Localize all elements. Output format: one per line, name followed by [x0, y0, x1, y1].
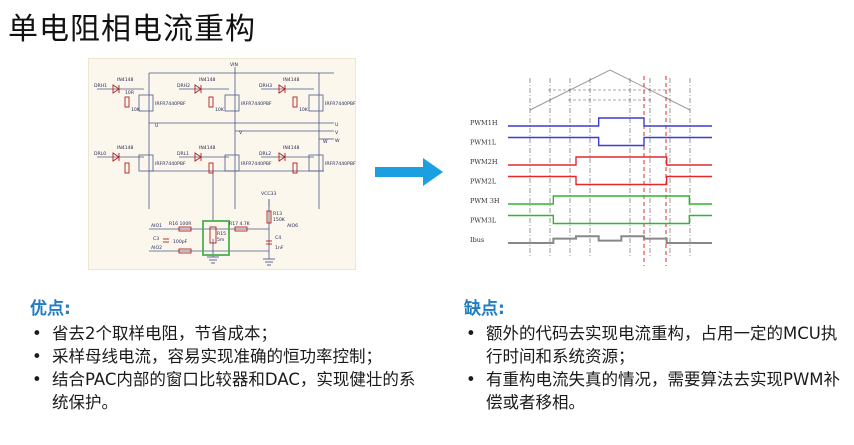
label-r16: R16 100R: [169, 221, 192, 227]
label-c4: C4: [275, 235, 281, 241]
label-fet-2: IRFR7440PBF: [241, 101, 272, 107]
signal-label: PWM2L: [470, 178, 497, 186]
label-c3-value: 100pF: [173, 239, 188, 245]
label-r13-value: 150K: [273, 217, 286, 223]
pwm-timing-diagram: PWM1H PWM1L PWM2H PWM2L PWM 3H PWM3L Ibus: [468, 68, 714, 268]
label-u-node: U: [155, 123, 158, 129]
label-drh1: DRH1: [94, 83, 107, 89]
cons-item: 额外的代码去实现电流重构，占用一定的MCU执行时间和系统资源；: [464, 322, 844, 368]
slide-title: 单电阻相电流重构: [8, 12, 256, 47]
label-diode-4: IN4148: [117, 145, 134, 151]
label-aio6: AIO6: [287, 223, 298, 229]
label-w: W: [335, 138, 340, 144]
signal-waveform-pwm3h: [508, 195, 712, 205]
label-fet-5: IRFR7440PBF: [325, 101, 356, 107]
label-drl1: DRL1: [177, 151, 189, 157]
label-fet-6: IRFR7440PBF: [325, 161, 356, 167]
label-r10k-2: 10K: [215, 107, 225, 113]
signal-waveform-pwm1h: [508, 117, 712, 127]
label-fet-4: IRFR7440PBF: [241, 161, 272, 167]
label-shunt: 5m: [217, 237, 225, 243]
carrier-triangle: [529, 69, 691, 111]
label-drh3: DRH3: [259, 83, 272, 89]
timing-signals: [508, 117, 712, 244]
inverter-schematic: VIN U V W U V W DRH1 DRH2 DRH3 DRL0 DRL1…: [88, 58, 356, 270]
signal-label: PWM2H: [470, 158, 498, 166]
label-vin: VIN: [230, 62, 238, 68]
label-r15: R15: [217, 231, 226, 237]
pros-heading: 优点:: [30, 299, 71, 319]
label-aio1: AIO1: [151, 223, 162, 229]
cons-heading: 缺点:: [464, 299, 505, 319]
label-c3: C3: [153, 236, 159, 242]
label-v-node: V: [239, 130, 243, 136]
label-r17: R17 4.7K: [229, 221, 251, 227]
signal-waveform-pwm1l: [508, 136, 712, 147]
label-diode-6: IN4148: [283, 145, 300, 151]
signal-label: PWM3L: [470, 217, 497, 225]
label-drh2: DRH2: [177, 83, 190, 89]
signal-label: Ibus: [470, 236, 484, 244]
label-fet-3: IRFR7440PBF: [155, 161, 186, 167]
signal-label: PWM1L: [470, 139, 497, 147]
label-diode-2: IN4148: [199, 77, 216, 83]
schematic-wires: [97, 67, 334, 259]
schematic-drawing: VIN U V W U V W DRH1 DRH2 DRH3 DRL0 DRL1…: [94, 62, 356, 266]
label-drl0: DRL0: [94, 151, 106, 157]
arrow-shape: [375, 158, 443, 186]
label-w-node: W: [323, 139, 328, 145]
timing-drawing: PWM1H PWM1L PWM2H PWM2L PWM 3H PWM3L Ibus: [470, 69, 712, 266]
label-drl2: DRL2: [259, 151, 271, 157]
signal-waveform-pwm2h: [508, 156, 712, 166]
label-r13: R13: [273, 211, 282, 217]
label-diode-3: IN4148: [283, 77, 300, 83]
cons-item: 有重构电流失真的情况，需要算法去实现PWM补偿或者移相。: [464, 368, 844, 414]
arrow-right-icon: [375, 158, 443, 191]
pros-section: 优点: 省去2个取样电阻，节省成本； 采样母线电流，容易实现准确的恒功率控制； …: [30, 294, 430, 414]
signal-waveform-pwm3l: [508, 214, 712, 225]
ground-icon: [207, 256, 275, 266]
schematic-components: [112, 84, 298, 254]
schematic-labels: VIN U V W U V W DRH1 DRH2 DRH3 DRL0 DRL1…: [94, 62, 356, 251]
label-fet-1: IRFR7440PBF: [155, 101, 186, 107]
pros-item: 省去2个取样电阻，节省成本；: [30, 322, 430, 345]
label-c4-value: 1nF: [275, 245, 284, 251]
label-u: U: [335, 122, 338, 128]
timing-guides: [529, 69, 691, 266]
label-v: V: [335, 130, 339, 136]
label-aio2: AIO2: [151, 245, 162, 251]
cons-section: 缺点: 额外的代码去实现电流重构，占用一定的MCU执行时间和系统资源； 有重构电…: [464, 294, 844, 414]
signal-waveform-ibus: [508, 235, 712, 244]
label-r10k-3: 10K: [299, 107, 309, 113]
label-r10r-1: 10R: [125, 90, 135, 96]
signal-label: PWM 3H: [470, 197, 500, 205]
cons-list: 额外的代码去实现电流重构，占用一定的MCU执行时间和系统资源； 有重构电流失真的…: [464, 322, 844, 414]
label-r10k-1: 10K: [131, 107, 141, 113]
signal-waveform-pwm2l: [508, 175, 712, 186]
pros-item: 结合PAC内部的窗口比较器和DAC，实现健壮的系统保护。: [30, 368, 430, 414]
label-diode-5: IN4148: [199, 145, 216, 151]
timing-labels: PWM1H PWM1L PWM2H PWM2L PWM 3H PWM3L Ibus: [470, 119, 500, 244]
signal-label: PWM1H: [470, 119, 498, 127]
pros-item: 采样母线电流，容易实现准确的恒功率控制；: [30, 345, 430, 368]
shunt-highlight: [202, 220, 230, 256]
pros-list: 省去2个取样电阻，节省成本； 采样母线电流，容易实现准确的恒功率控制； 结合PA…: [30, 322, 430, 414]
label-vcc: VCC33: [261, 191, 276, 197]
label-diode-1: IN4148: [117, 77, 134, 83]
